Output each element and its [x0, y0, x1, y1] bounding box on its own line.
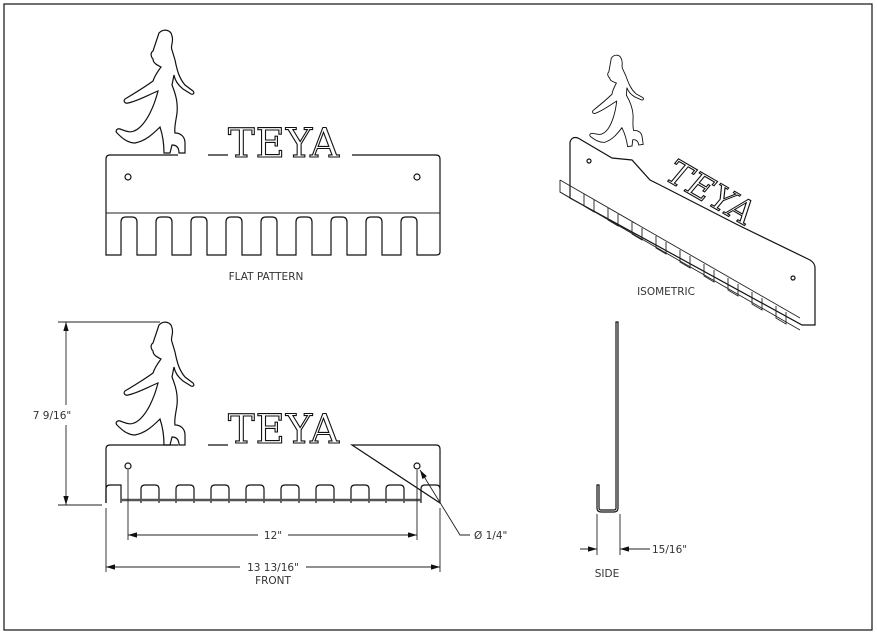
name-cutout-text: TEYA — [228, 407, 340, 453]
runner-silhouette — [578, 51, 651, 153]
name-cutout-text: TEYA — [656, 154, 765, 233]
name-cutout-text: TEYA — [228, 121, 340, 167]
mounting-hole — [413, 173, 421, 181]
overall-width-dimension-label: 13 13/16" — [247, 562, 299, 574]
hole-spacing-dimension-label: 12" — [264, 530, 282, 542]
view-label-isometric: ISOMETRIC — [637, 286, 695, 298]
runner-silhouette — [115, 321, 195, 446]
mounting-hole — [586, 158, 592, 164]
mounting-hole — [124, 462, 132, 470]
flat-hook-tabs — [105, 216, 441, 256]
front-plate-outline — [105, 444, 441, 505]
isometric-hook-tabs — [559, 180, 787, 325]
mounting-hole — [790, 275, 796, 281]
view-label-flat-pattern: FLAT PATTERN — [229, 271, 304, 283]
mounting-hole — [124, 173, 132, 181]
side-view: 15/16" SIDE — [580, 321, 687, 580]
depth-dimension-label: 15/16" — [652, 544, 687, 556]
mounting-hole — [413, 462, 421, 470]
side-profile — [596, 321, 619, 513]
flat-plate-outline — [105, 154, 441, 252]
view-label-side: SIDE — [595, 568, 619, 580]
drawing-border — [3, 3, 873, 631]
height-dimension-label: 7 9/16" — [33, 410, 71, 422]
hole-callout-leader — [419, 469, 470, 536]
view-label-front: FRONT — [255, 575, 291, 587]
hole-diameter-label: Ø 1/4" — [474, 530, 507, 542]
runner-silhouette — [115, 29, 195, 154]
front-view: TEYA 7 9/16" 12" 13 13/16" Ø 1/4" FRONT — [33, 321, 507, 587]
front-hook-tabs — [105, 484, 441, 503]
flat-pattern-view: TEYA FLAT PATTERN — [105, 29, 441, 283]
isometric-view: TEYA ISOMETRIC — [559, 51, 816, 331]
isometric-plate-outline — [569, 136, 816, 326]
